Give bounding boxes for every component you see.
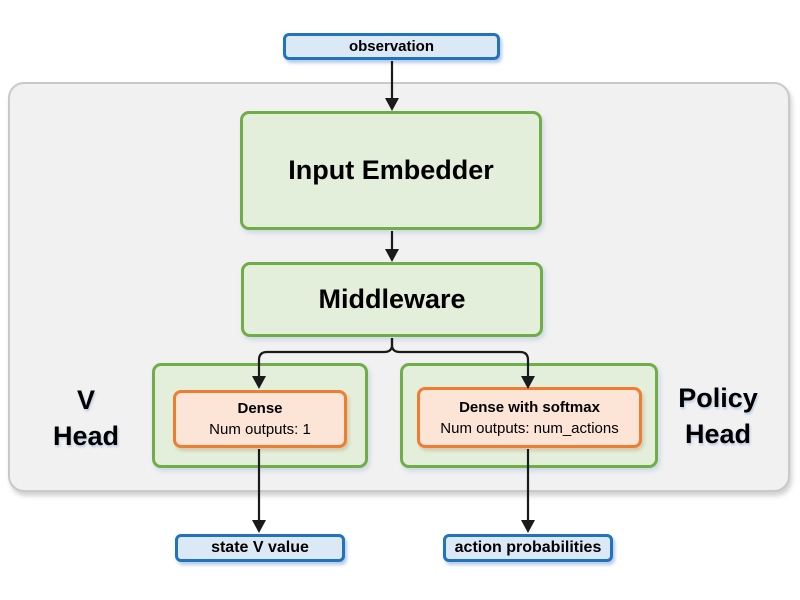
policy-head-label-line2: Head bbox=[684, 419, 752, 449]
action-probabilities-node: action probabilities bbox=[443, 534, 613, 562]
policy-head-label-line1: Policy bbox=[678, 383, 758, 413]
arrowhead-state-v-value bbox=[252, 520, 266, 533]
v-head-label: V Head bbox=[36, 382, 136, 454]
policy-dense-subtitle: Num outputs: num_actions bbox=[440, 419, 619, 437]
observation-node: observation bbox=[283, 33, 500, 60]
middleware-node: Middleware bbox=[241, 262, 543, 337]
policy-dense-node: Dense with softmax Num outputs: num_acti… bbox=[417, 387, 642, 448]
arrowhead-action-probabilities bbox=[521, 520, 535, 533]
input-embedder-node: Input Embedder bbox=[240, 111, 542, 230]
v-head-label-line1: V bbox=[76, 385, 95, 415]
policy-head-label: Policy Head bbox=[663, 380, 773, 452]
policy-dense-title: Dense with softmax bbox=[459, 398, 600, 416]
v-dense-node: Dense Num outputs: 1 bbox=[173, 390, 347, 448]
v-dense-title: Dense bbox=[237, 400, 283, 417]
state-v-value-node: state V value bbox=[175, 534, 345, 562]
v-dense-subtitle: Num outputs: 1 bbox=[209, 421, 311, 438]
v-head-label-line2: Head bbox=[52, 421, 120, 451]
